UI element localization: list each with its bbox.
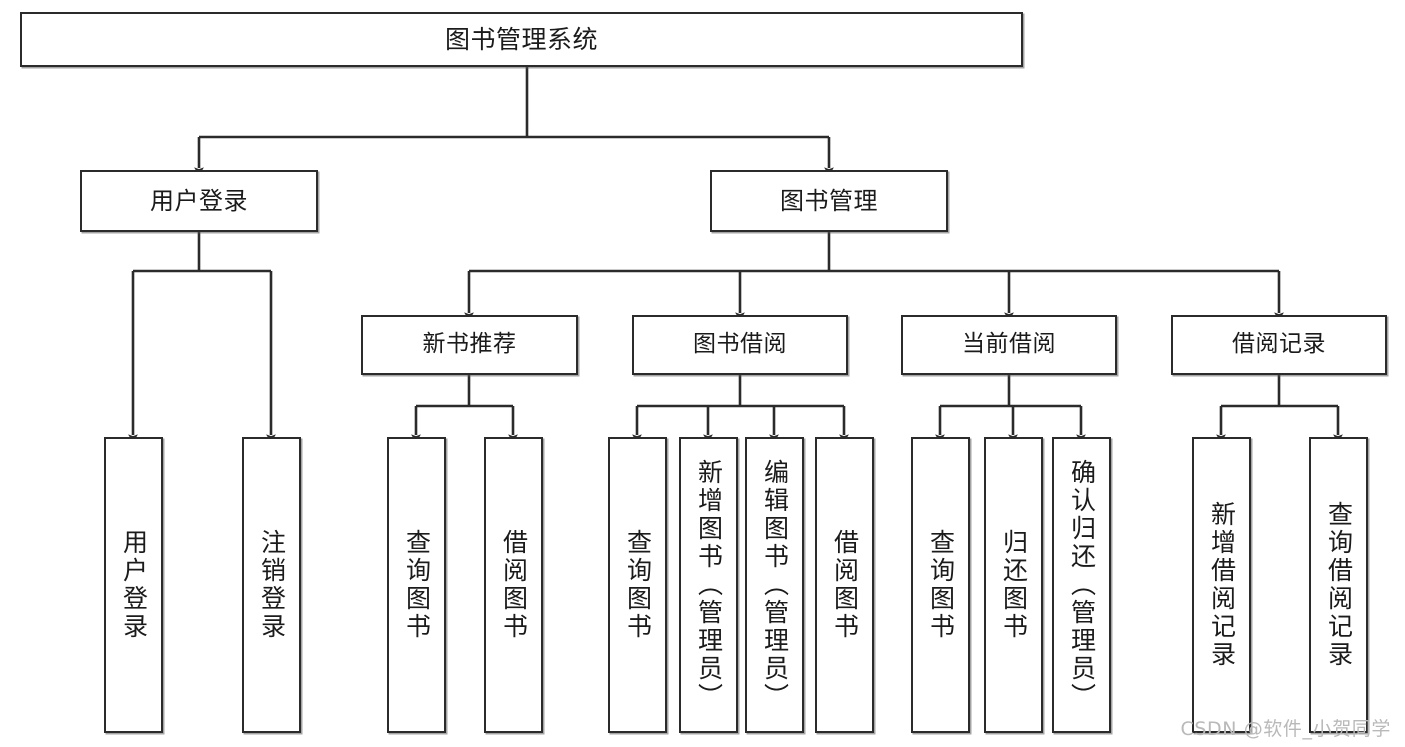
node-book-management-label: 图书管理 (780, 186, 878, 215)
node-leaf-logout-label: 注销登录 (257, 529, 287, 641)
node-leaf-query-book-borrow[interactable]: 查询图书 (608, 437, 667, 733)
node-leaf-query-borrow-record-label: 查询借阅记录 (1324, 501, 1354, 669)
node-leaf-return-book-label: 归还图书 (999, 529, 1029, 641)
node-book-borrow-label: 图书借阅 (693, 331, 787, 358)
csdn-watermark: CSDN @软件_小贺同学 (1180, 718, 1391, 740)
node-leaf-edit-book-admin-label: 编辑图书（管理员） (760, 459, 790, 711)
node-user-login[interactable]: 用户登录 (80, 170, 318, 232)
node-leaf-user-login-label: 用户登录 (119, 529, 149, 641)
node-leaf-logout[interactable]: 注销登录 (242, 437, 301, 733)
node-root-label: 图书管理系统 (444, 24, 598, 54)
node-leaf-add-borrow-record-label: 新增借阅记录 (1207, 501, 1237, 669)
node-leaf-confirm-return-admin[interactable]: 确认归还（管理员） (1052, 437, 1111, 733)
node-leaf-add-book-admin[interactable]: 新增图书（管理员） (679, 437, 738, 733)
node-leaf-confirm-return-admin-label: 确认归还（管理员） (1067, 459, 1097, 711)
node-leaf-query-book-current-label: 查询图书 (926, 529, 956, 641)
node-new-book-recommend[interactable]: 新书推荐 (361, 315, 578, 375)
node-borrow-records-label: 借阅记录 (1232, 331, 1326, 358)
node-leaf-user-login[interactable]: 用户登录 (104, 437, 163, 733)
node-book-management[interactable]: 图书管理 (710, 170, 948, 232)
node-current-borrow-label: 当前借阅 (962, 331, 1056, 358)
node-new-book-recommend-label: 新书推荐 (422, 331, 517, 358)
node-leaf-borrow-book[interactable]: 借阅图书 (815, 437, 874, 733)
node-leaf-query-borrow-record[interactable]: 查询借阅记录 (1309, 437, 1368, 733)
node-leaf-query-book-new[interactable]: 查询图书 (387, 437, 446, 733)
node-book-borrow[interactable]: 图书借阅 (632, 315, 848, 375)
node-borrow-records[interactable]: 借阅记录 (1171, 315, 1387, 375)
node-leaf-borrow-book-label: 借阅图书 (830, 529, 860, 641)
node-leaf-add-borrow-record[interactable]: 新增借阅记录 (1192, 437, 1251, 733)
node-leaf-query-book-current[interactable]: 查询图书 (911, 437, 970, 733)
node-root[interactable]: 图书管理系统 (20, 12, 1023, 67)
node-leaf-query-book-borrow-label: 查询图书 (623, 529, 653, 641)
node-user-login-label: 用户登录 (150, 186, 248, 215)
node-leaf-borrow-book-new-label: 借阅图书 (499, 529, 529, 641)
node-leaf-borrow-book-new[interactable]: 借阅图书 (484, 437, 543, 733)
node-leaf-edit-book-admin[interactable]: 编辑图书（管理员） (745, 437, 804, 733)
node-leaf-add-book-admin-label: 新增图书（管理员） (694, 459, 724, 711)
node-leaf-query-book-new-label: 查询图书 (402, 529, 432, 641)
node-current-borrow[interactable]: 当前借阅 (901, 315, 1117, 375)
node-leaf-return-book[interactable]: 归还图书 (984, 437, 1043, 733)
